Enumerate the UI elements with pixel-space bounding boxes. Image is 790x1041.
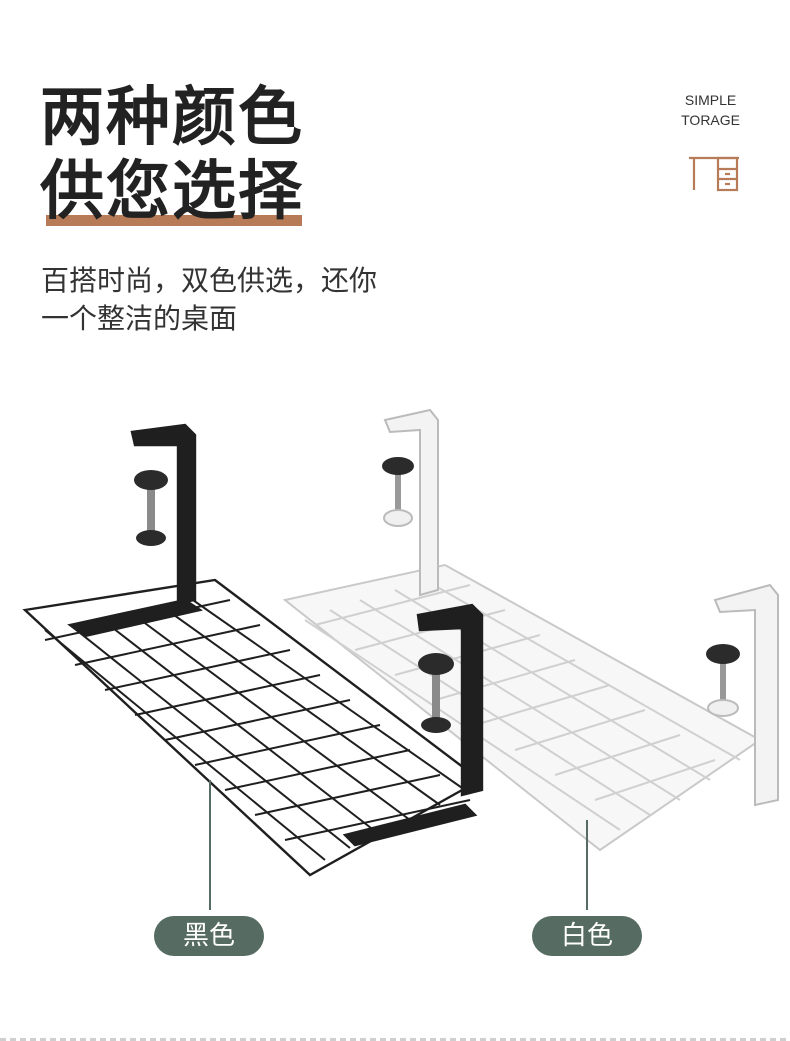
subtitle-line-1: 百搭时尚，双色供选，还你 [41, 264, 378, 297]
headline-line-2: 供您选择 [40, 155, 304, 229]
desk-icon [689, 156, 739, 192]
white-color-label: 白色 [532, 916, 642, 956]
brand-line-2: TORAGE [681, 112, 740, 128]
white-cable-tray-image [282, 408, 779, 852]
black-color-label: 黑色 [154, 916, 264, 956]
bottom-divider [0, 1038, 790, 1041]
product-illustration [22, 408, 779, 910]
subtitle: 百搭时尚，双色供选，还你 一个整洁的桌面 [41, 262, 377, 338]
brand-text: SIMPLE TORAGE [681, 90, 740, 130]
headline-line-1: 两种颜色 [40, 81, 304, 155]
subtitle-line-2: 一个整洁的桌面 [41, 302, 238, 335]
headline-underline [46, 215, 302, 226]
brand-line-1: SIMPLE [684, 92, 737, 108]
black-cable-tray-image [22, 423, 484, 877]
